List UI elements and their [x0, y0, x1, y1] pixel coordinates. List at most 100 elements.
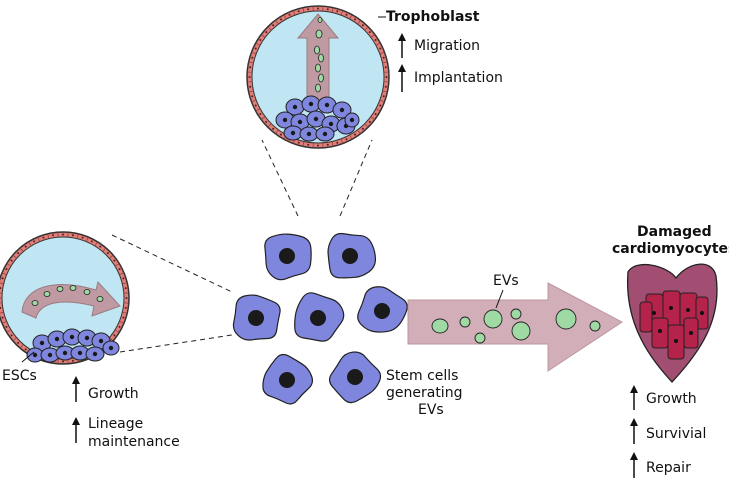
trophoblast-cell-dot [248, 76, 251, 78]
cardiomyocytes [639, 290, 709, 360]
trophoblast-cell-dot [52, 234, 55, 237]
trophoblast-cell-border [364, 123, 369, 128]
repair-label: Repair [646, 460, 691, 476]
stem-cell-nucleus [342, 248, 358, 264]
trophoblast-cell-border [375, 42, 381, 46]
trophoblast-cell-border [6, 329, 12, 333]
icm-nucleus [39, 340, 45, 346]
trophoblast-cell-dot [379, 104, 382, 107]
trophoblast-cell-dot [279, 133, 282, 136]
survival-label: Survivial [646, 426, 706, 442]
icm-nucleus [77, 350, 83, 356]
trophoblast-cell-dot [62, 360, 64, 363]
trophoblast-cell-border [260, 116, 266, 120]
trophoblast-cell-dot [42, 236, 45, 239]
trophoblast-cell-border [275, 19, 279, 25]
stem-cells-label-line2: generating [386, 385, 462, 401]
zoom-lines [111, 139, 373, 353]
trophoblast-cell-border [94, 241, 98, 247]
icm-nucleus [54, 336, 60, 342]
trophoblast-cell-dot [272, 127, 275, 130]
trophoblast-cell-dot [113, 334, 116, 337]
stem-cells-label-line3: EVs [418, 402, 444, 418]
trophoblast-cell-dot [124, 306, 127, 309]
trophoblast-cell-dot [326, 143, 329, 146]
trophoblast-cell-border [12, 254, 17, 259]
trophoblast-cell-dot [254, 47, 257, 50]
trophoblast-cell-dot [249, 85, 252, 88]
trophoblast-cell-border [76, 233, 79, 239]
trophoblast-cell-border [357, 19, 361, 25]
trophoblast-cell-border [86, 236, 89, 242]
curved-arrow [21, 280, 121, 319]
trophoblast-cell-dot [71, 234, 74, 237]
trophoblast-cell-dot [336, 141, 339, 144]
trophoblast-cell-dot [33, 240, 36, 243]
icm-nucleus [324, 102, 330, 108]
icm-nucleus [290, 130, 296, 136]
trophoblast-cell-dot [297, 10, 300, 13]
migration-label: Migration [414, 38, 480, 54]
trophoblast-cell-border [340, 138, 344, 144]
trophoblast-cell-border [340, 10, 344, 16]
icm-nucleus [92, 351, 98, 357]
icm-nucleus [47, 352, 53, 358]
trophoblast-cell-dot [288, 13, 291, 16]
trophoblast-cell-border [119, 272, 125, 275]
trophoblast-ring-dots [247, 6, 389, 148]
trophoblast-cell-border [349, 14, 353, 20]
icm-nucleus [292, 104, 298, 110]
icm-nucleus [84, 335, 90, 341]
trophoblast-cell-dot [249, 66, 252, 69]
trophoblast-cell-border [109, 337, 114, 342]
lineage-label-line1: Lineage [88, 416, 143, 432]
growth-left-label: Growth [88, 386, 139, 402]
trophoblast-cell-dot [0, 297, 1, 299]
trophoblast-cell-dot [354, 133, 357, 136]
up-arrow-icon [72, 417, 80, 443]
trophoblast-cell-border [382, 61, 388, 64]
stem-cell-nucleus [279, 248, 295, 264]
trophoblast-cell-dot [354, 18, 357, 21]
inner-cell-mass-top [275, 95, 360, 142]
trophoblast-cell-border [302, 141, 305, 147]
left-blastocyst [0, 231, 130, 365]
trophoblast-cell-dot [122, 316, 125, 319]
trophoblast-cell-dot [62, 233, 64, 236]
icm-nucleus [98, 338, 104, 344]
trophoblast-cell-dot [17, 252, 20, 255]
stem-cell-nucleus [310, 310, 326, 326]
stem-cell-nucleus [374, 303, 390, 319]
trophoblast-cell-dot [297, 141, 300, 144]
icm-nucleus [282, 117, 288, 123]
trophoblast-cell-dot [265, 120, 268, 123]
trophoblast-cell-border [28, 241, 32, 247]
trophoblast-cell-border [379, 99, 385, 103]
trophoblast-cell-dot [0, 287, 2, 290]
trophoblast-cell-dot [379, 47, 382, 50]
trophoblast-cell-dot [71, 359, 74, 362]
up-arrow-icon [630, 418, 638, 444]
trophoblast-cell-dot [384, 66, 387, 69]
trophoblast-cell-dot [361, 24, 364, 27]
heart-tissue [626, 263, 718, 383]
damaged-label-line1: Damaged [637, 224, 712, 240]
trophoblast-cell-border [260, 34, 266, 38]
evs-label: EVs [493, 273, 519, 289]
trophoblast-cell-dot [90, 240, 93, 243]
trophoblast-cell-dot [368, 31, 371, 34]
icm-nucleus [313, 116, 319, 122]
trophoblast-cell-dot [125, 297, 128, 299]
up-arrow-icon [398, 64, 406, 92]
trophoblast-cell-dot [259, 113, 262, 116]
trophoblast-cell-border [37, 236, 40, 242]
trophoblast-cell-border [275, 129, 279, 135]
trophoblast-cell-dot [374, 38, 377, 41]
trophoblast-cell-dot [345, 13, 348, 16]
trophoblast-cell-dot [279, 18, 282, 21]
ev-transfer-arrow [407, 282, 623, 372]
trophoblast-cell-dot [1, 277, 4, 280]
icm-nucleus [349, 117, 355, 123]
trophoblast-cell-dot [106, 252, 109, 255]
